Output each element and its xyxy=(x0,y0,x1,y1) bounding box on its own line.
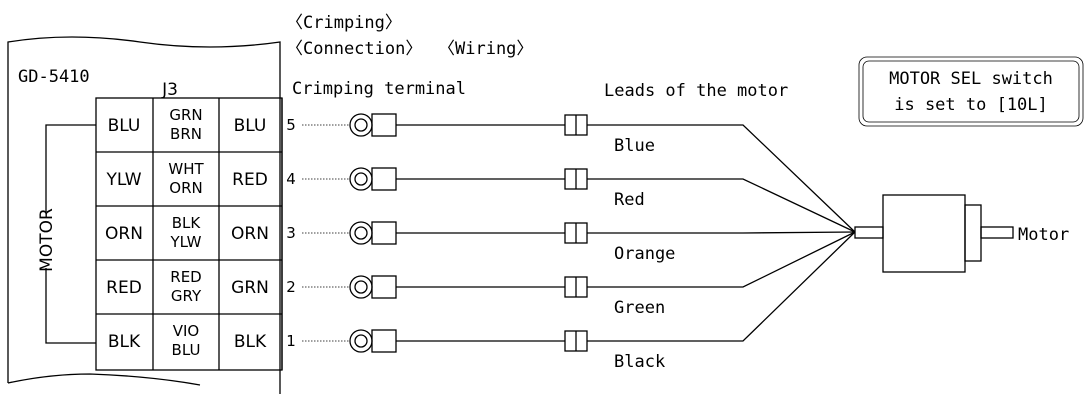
header-crimping: 〈Crimping〉 xyxy=(286,13,402,33)
pin-number: 4 xyxy=(286,170,296,188)
cell-right: BLU xyxy=(234,116,267,136)
cell-right: ORN xyxy=(231,224,269,244)
motor-bracket xyxy=(45,124,96,344)
pin-number: 1 xyxy=(286,332,296,350)
motor-label: Motor xyxy=(1018,225,1069,245)
note-box-inner xyxy=(862,60,1080,123)
header-motor-leads: Leads of the motor xyxy=(604,81,788,101)
cell-mid-top: GRN xyxy=(169,106,202,124)
ring-terminal-inner xyxy=(354,334,368,348)
motor-lead xyxy=(587,231,856,342)
pin-number: 3 xyxy=(286,224,296,242)
cell-mid-bottom: ORN xyxy=(169,179,202,197)
note-line-2: is set to [10L] xyxy=(894,95,1048,115)
terminal-barrel xyxy=(371,221,397,245)
cell-mid-top: BLK xyxy=(172,214,202,232)
header-crimping-terminal: Crimping terminal xyxy=(292,79,466,99)
cell-mid-bottom: BRN xyxy=(170,125,202,143)
motor-lead xyxy=(587,231,856,234)
motor-lead xyxy=(587,178,856,233)
ring-terminal-inner xyxy=(354,226,368,240)
ring-terminal-outer xyxy=(349,167,373,191)
motor-side-label: MOTOR xyxy=(37,208,57,272)
ring-terminal-inner xyxy=(354,172,368,186)
cell-mid-bottom: YLW xyxy=(170,233,202,251)
terminal-barrel xyxy=(371,329,397,353)
lead-color-label: Blue xyxy=(614,136,655,156)
cell-left: ORN xyxy=(105,224,143,244)
lead-color-label: Green xyxy=(614,298,665,318)
header-wiring: 〈Wiring〉 xyxy=(438,39,533,59)
cell-mid-bottom: BLU xyxy=(172,341,201,359)
cell-left: RED xyxy=(106,278,142,298)
board-outline xyxy=(7,36,281,394)
motor-lead xyxy=(587,124,856,233)
connector-label: J3 xyxy=(161,80,178,100)
cell-left: BLK xyxy=(108,332,141,352)
ring-terminal-inner xyxy=(354,280,368,294)
cell-left: YLW xyxy=(105,170,141,190)
lead-color-label: Red xyxy=(614,190,645,210)
ring-terminal-outer xyxy=(349,113,373,137)
cell-right: GRN xyxy=(231,278,269,298)
cell-mid-top: WHT xyxy=(168,160,204,178)
pin-number: 5 xyxy=(286,116,296,134)
terminal-barrel xyxy=(371,113,397,137)
ring-terminal-outer xyxy=(349,221,373,245)
motor-body xyxy=(882,194,966,273)
cell-right: BLK xyxy=(234,332,267,352)
connector-table xyxy=(95,97,283,371)
pin-number: 2 xyxy=(286,278,296,296)
motor-flange xyxy=(964,204,982,262)
motor-lead xyxy=(587,231,856,288)
cell-mid-top: RED xyxy=(170,268,201,286)
cell-mid-top: VIO xyxy=(173,322,200,340)
board-name: GD-5410 xyxy=(18,67,90,87)
ring-terminal-outer xyxy=(349,329,373,353)
ring-terminal-outer xyxy=(349,275,373,299)
note-box-outer xyxy=(858,56,1084,127)
header-connection: 〈Connection〉 xyxy=(286,39,422,59)
ring-terminal-inner xyxy=(354,118,368,132)
motor xyxy=(854,194,1014,273)
terminal-barrel xyxy=(371,275,397,299)
cell-left: BLU xyxy=(108,116,141,136)
motor-shaft-left xyxy=(854,226,884,239)
note-line-1: MOTOR SEL switch xyxy=(889,69,1053,89)
cell-mid-bottom: GRY xyxy=(171,287,202,305)
lead-color-label: Black xyxy=(614,352,665,372)
lead-color-label: Orange xyxy=(614,244,675,264)
cell-right: RED xyxy=(232,170,268,190)
terminal-barrel xyxy=(371,167,397,191)
board-bottom-curve xyxy=(7,373,201,386)
motor-shaft-right xyxy=(980,226,1014,239)
